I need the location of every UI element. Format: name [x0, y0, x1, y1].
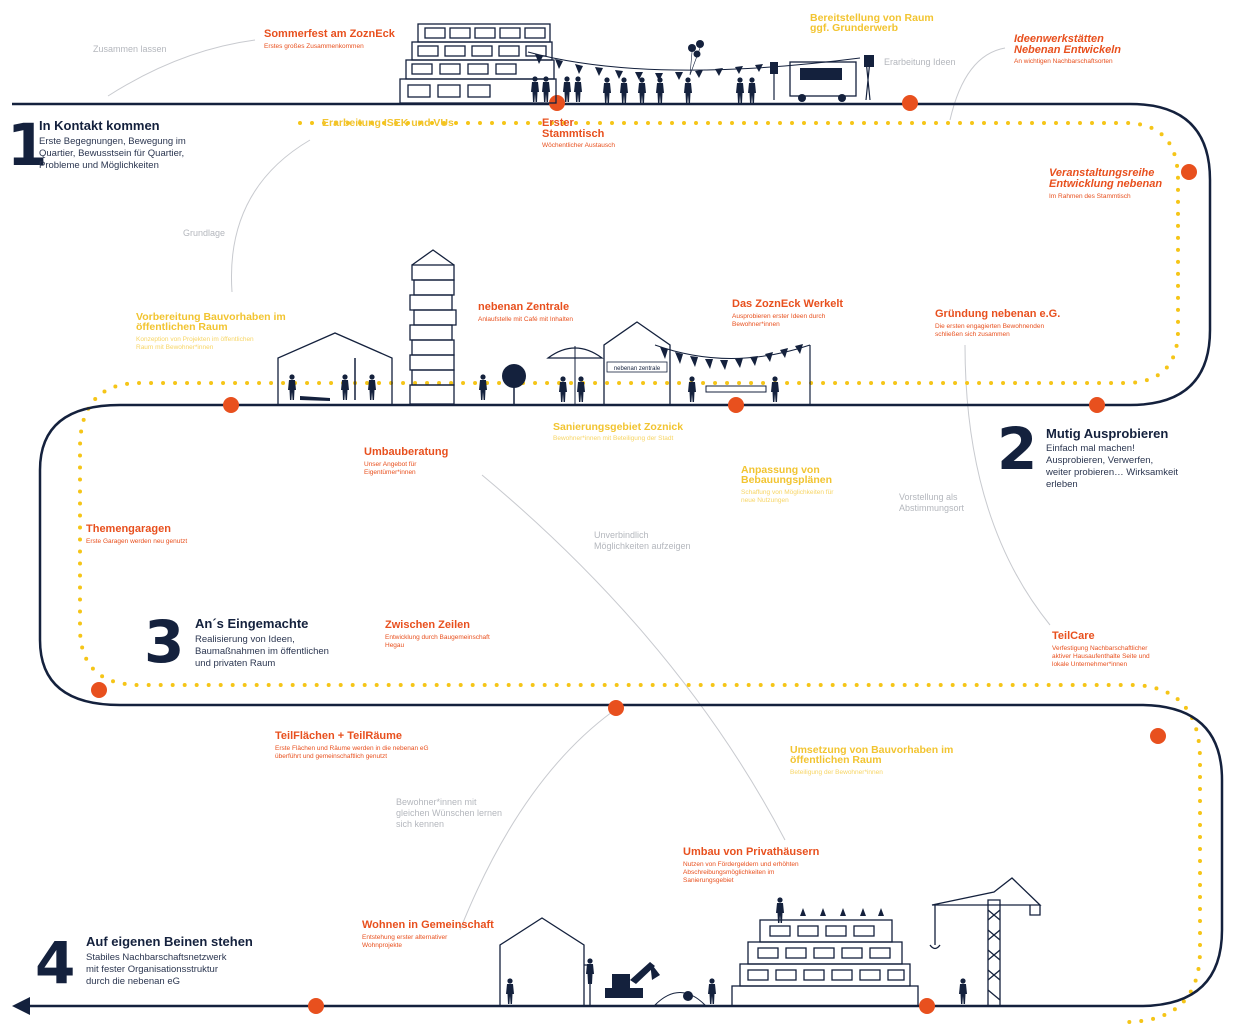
municipal-step-title: Umsetzung von Bauvorhaben im öffentliche… — [790, 744, 954, 766]
municipal-step-description: Bewohner*innen mit Beteiligung der Stadt — [553, 435, 674, 442]
milestone-dot — [1181, 164, 1197, 180]
milestone-dot — [1150, 728, 1166, 744]
municipal-step-description: Beteiligung der Bewohner*innen — [790, 769, 883, 776]
food-truck-illustration — [770, 55, 874, 102]
event-description: Verfestigung Nachbarschaftlicher aktiver… — [1052, 645, 1150, 668]
municipal-step-description: Konzeption von Projekten im öffentlichen… — [136, 336, 254, 351]
event-title: Das ZoznEck Werkelt — [732, 298, 844, 310]
milestone-dot — [223, 397, 239, 413]
connector-note: Zusammen lassen — [93, 44, 167, 54]
note-connectors — [107, 39, 1051, 931]
event-title: Themengaragen — [86, 523, 171, 535]
phase-number: 1 — [7, 111, 48, 179]
milestone-dot — [1089, 397, 1105, 413]
municipal-step-title: Bereitstellung von Raum ggf. Grunderwerb — [810, 12, 934, 34]
event-description: Nutzen von Fördergeldern und erhöhten Ab… — [683, 861, 799, 884]
main-path — [12, 102, 1224, 1008]
milestone-dot — [919, 998, 935, 1014]
event-title: Gründung nebenan e.G. — [935, 308, 1061, 320]
event-description: Erste Flächen und Räume werden in die ne… — [275, 745, 429, 760]
event-description: Anlaufstelle mit Café mit Inhalten — [478, 316, 574, 323]
excavator-illustration — [605, 962, 707, 1006]
event-title: TeilFlächen + TeilRäume — [275, 730, 403, 742]
event-description: Erstes großes Zusammenkommen — [264, 43, 364, 50]
phase-description: Stabiles Nachbarschaftsnetzwerk mit fest… — [86, 952, 227, 987]
event-title: Ideenwerkstätten Nebenan Entwickeln — [1014, 33, 1121, 56]
cafe-garden-illustration — [479, 346, 604, 404]
milestone-dot — [91, 682, 107, 698]
phase-title: In Kontakt kommen — [39, 118, 160, 133]
event-title: Sommerfest am ZoznEck — [264, 28, 395, 40]
phase-title: Auf eigenen Beinen stehen — [86, 934, 253, 949]
roof-garden-people — [776, 897, 884, 923]
municipal-step-title: Sanierungsgebiet Zoznick — [553, 421, 684, 433]
stacked-housing-illustration — [731, 919, 919, 1007]
milestone-dot — [728, 397, 744, 413]
phase-number: 2 — [997, 415, 1038, 483]
event-description: Unser Angebot für Eigentümer*innen — [364, 461, 417, 476]
connector-note: Vorstellung als Abstimmungsort — [899, 492, 965, 513]
crane-illustration — [929, 877, 1042, 1005]
milestone-dot — [608, 700, 624, 716]
event-description: Ausprobieren erster Ideen durch Bewohner… — [732, 313, 826, 328]
phase-title: Mutig Ausprobieren — [1046, 426, 1169, 441]
connector-note: Unverbindlich Möglichkeiten aufzeigen — [594, 530, 691, 551]
municipal-step-title: Erarbeitung ISEK und VUs — [322, 117, 454, 129]
stacked-tower-illustration — [409, 249, 457, 405]
connector-note: Bewohner*innen mit gleichen Wünschen ler… — [396, 797, 503, 829]
milestones — [91, 95, 1197, 1014]
dotted-route — [78, 121, 1202, 1024]
event-title: Wohnen in Gemeinschaft — [362, 919, 494, 931]
event-description: Wöchentlicher Austausch — [542, 142, 615, 149]
event-description: Entwicklung durch Baugemeinschaft Hegau — [385, 634, 490, 649]
werkelt-illustration — [654, 344, 811, 404]
event-title: Zwischen Zeilen — [385, 619, 470, 631]
event-description: Erste Garagen werden neu genutzt — [86, 538, 188, 545]
event-title: nebenan Zentrale — [478, 301, 570, 313]
path-arrow-icon — [12, 997, 30, 1015]
event-title: Erster Stammtisch — [542, 117, 605, 140]
milestone-dot — [308, 998, 324, 1014]
phase-description: Einfach mal machen! Ausprobieren, Verwer… — [1046, 443, 1178, 490]
event-title: TeilCare — [1052, 630, 1095, 642]
milestone-dot — [902, 95, 918, 111]
phase-description: Realisierung von Ideen, Baumaßnahmen im … — [195, 634, 329, 669]
municipal-step-description: Schaffung von Möglichkeiten für neue Nut… — [741, 489, 834, 504]
municipal-step-title: Anpassung von Bebauungsplänen — [741, 464, 833, 486]
connector-note: Erarbeitung Ideen — [884, 57, 956, 67]
event-description: Die ersten engagierten Bewohnenden schli… — [935, 323, 1045, 338]
phase-description: Erste Begegnungen, Bewegung im Quartier,… — [39, 136, 186, 171]
milestone-dot — [549, 95, 565, 111]
workshop-people — [288, 358, 376, 401]
phase-number: 3 — [144, 608, 185, 676]
event-title: Veranstaltungsreihe Entwicklung nebenan — [1049, 167, 1163, 190]
festival-people — [531, 76, 756, 103]
connector-note: Grundlage — [183, 228, 226, 238]
zentrale-sign: nebenan zentrale — [614, 366, 661, 372]
event-description: Im Rahmen des Stammtisch — [1049, 193, 1131, 200]
event-description: Entstehung erster alternativer Wohnproje… — [362, 934, 448, 949]
event-title: Umbau von Privathäusern — [683, 846, 820, 858]
event-title: Umbauberatung — [364, 446, 449, 458]
phase-number: 4 — [35, 929, 76, 997]
workshop-hall-illustration — [277, 332, 393, 404]
municipal-step-title: Vorbereitung Bauvorhaben im öffentlichen… — [136, 311, 286, 333]
bunting-flags — [527, 40, 861, 81]
zentrale-pavilion-illustration: nebenan zentrale — [603, 321, 671, 404]
phase-title: An´s Eingemachte — [195, 616, 309, 631]
event-description: An wichtigen Nachbarschaftsorten — [1014, 58, 1113, 65]
